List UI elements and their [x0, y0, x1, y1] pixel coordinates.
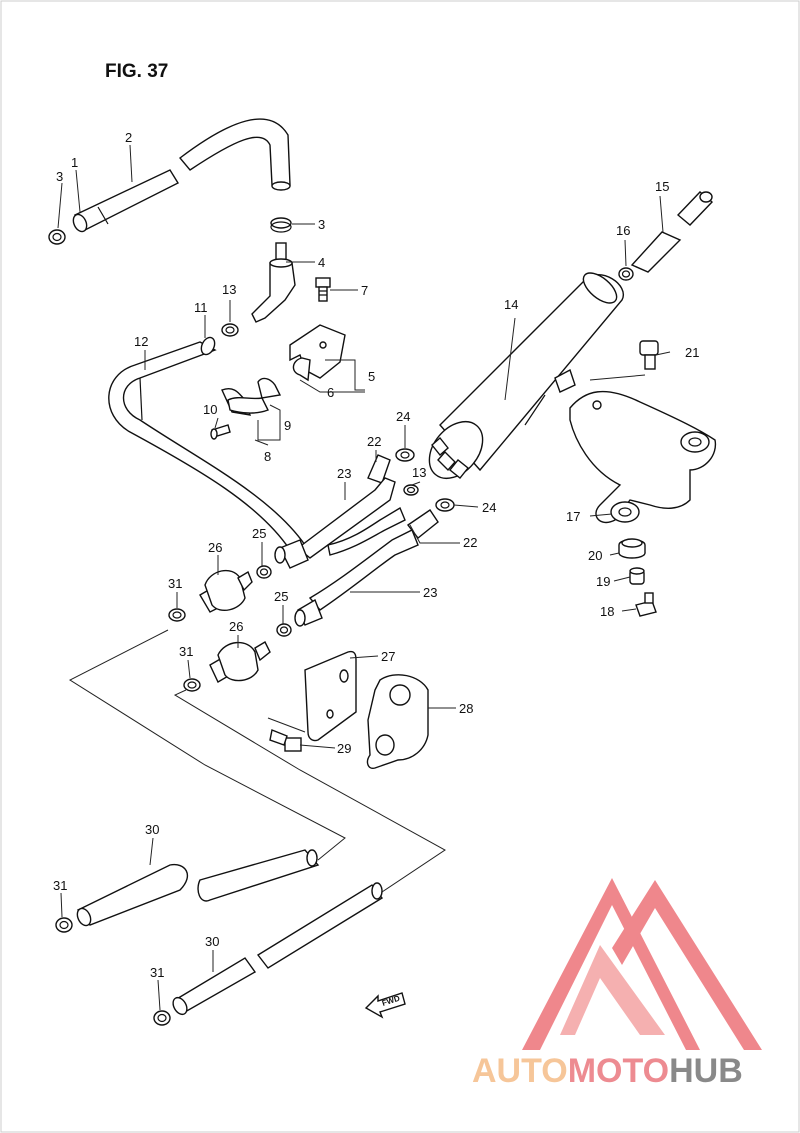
- callout-23: 23: [423, 585, 437, 600]
- routing-lines: [68, 629, 446, 893]
- screw-10: [210, 424, 231, 440]
- hose-30-lower: [172, 882, 384, 1016]
- callout-20: 20: [588, 548, 602, 563]
- bolt-29: [269, 729, 302, 752]
- hose-1-2: [72, 118, 291, 233]
- callout-2: 2: [125, 130, 132, 145]
- clamp-31-c: [55, 917, 73, 933]
- callout-7: 7: [361, 283, 368, 298]
- figure-title: FIG. 37: [105, 61, 168, 82]
- clamp-31-b: [183, 678, 201, 692]
- clamp-3-left: [48, 229, 66, 245]
- callout-22: 22: [463, 535, 477, 550]
- callout-13: 13: [222, 282, 236, 297]
- callout-8: 8: [264, 449, 271, 464]
- hose-30-upper: [76, 849, 320, 927]
- callout-4: 4: [318, 255, 325, 270]
- callout-6: 6: [327, 385, 334, 400]
- callout-30: 30: [145, 822, 159, 837]
- callout-9: 9: [284, 418, 291, 433]
- callout-31: 31: [179, 644, 193, 659]
- clamp-3-center: [270, 217, 292, 233]
- bolt-18: [635, 592, 657, 617]
- callout-26: 26: [208, 540, 222, 555]
- leader-lines: [57, 144, 671, 1011]
- callout-labels: 3 1 2 3 4 7 5 6 13 11 12 9 10 8 14 15 16…: [53, 130, 699, 980]
- hose-22-23-upper: [274, 454, 396, 569]
- clamp-31-a: [168, 608, 186, 622]
- clamp-31-d: [153, 1010, 171, 1026]
- callout-30: 30: [205, 934, 219, 949]
- callout-31: 31: [168, 576, 182, 591]
- callout-19: 19: [596, 574, 610, 589]
- callout-18: 18: [600, 604, 614, 619]
- callout-10: 10: [203, 402, 217, 417]
- watermark-text-auto: AUTOMOTOHUB: [472, 1052, 743, 1090]
- bracket-17: [569, 390, 717, 524]
- callout-14: 14: [504, 297, 518, 312]
- callout-28: 28: [459, 701, 473, 716]
- filter-26-upper: [199, 569, 253, 613]
- callout-25: 25: [252, 526, 266, 541]
- callout-3: 3: [318, 217, 325, 232]
- fwd-arrow-icon: FWD: [364, 992, 406, 1019]
- callout-22: 22: [367, 434, 381, 449]
- callout-15: 15: [655, 179, 669, 194]
- bracket-5-6: [289, 324, 346, 382]
- clamp-25-upper: [256, 565, 272, 579]
- canister-14: [428, 272, 625, 479]
- callout-11: 11: [194, 300, 208, 315]
- callout-31: 31: [53, 878, 67, 893]
- callout-3: 3: [56, 169, 63, 184]
- callout-29: 29: [337, 741, 351, 756]
- watermark-logo: AUTOMOTOHUB: [472, 878, 762, 1090]
- clamp-25-lower: [276, 623, 292, 637]
- clamp-24-right: [435, 498, 455, 512]
- collar-19: [629, 567, 645, 585]
- clamp-8-9: [221, 377, 282, 416]
- filter-26-lower: [209, 641, 271, 683]
- bracket-27: [304, 650, 357, 742]
- callout-27: 27: [381, 649, 395, 664]
- callout-16: 16: [616, 223, 630, 238]
- callout-12: 12: [134, 334, 148, 349]
- grommet-20: [618, 538, 646, 559]
- hose-15: [630, 191, 714, 273]
- clamp-13-top: [221, 323, 239, 337]
- callout-31: 31: [150, 965, 164, 980]
- callout-23: 23: [337, 466, 351, 481]
- clamp-16: [618, 267, 634, 281]
- hose-22-23-lower: [294, 506, 439, 627]
- bolt-7: [315, 277, 331, 302]
- hose-11-12: [108, 336, 307, 551]
- callout-24: 24: [396, 409, 410, 424]
- callout-17: 17: [566, 509, 580, 524]
- bolt-21: [639, 340, 659, 370]
- callout-1: 1: [71, 155, 78, 170]
- callout-13: 13: [412, 465, 426, 480]
- callout-26: 26: [229, 619, 243, 634]
- clamp-24-top: [395, 448, 415, 462]
- callout-25: 25: [274, 589, 288, 604]
- fitting-4: [251, 242, 296, 323]
- callout-5: 5: [368, 369, 375, 384]
- callout-24: 24: [482, 500, 496, 515]
- clamp-13-mid: [403, 484, 419, 496]
- callout-21: 21: [685, 345, 699, 360]
- holder-28: [366, 674, 429, 769]
